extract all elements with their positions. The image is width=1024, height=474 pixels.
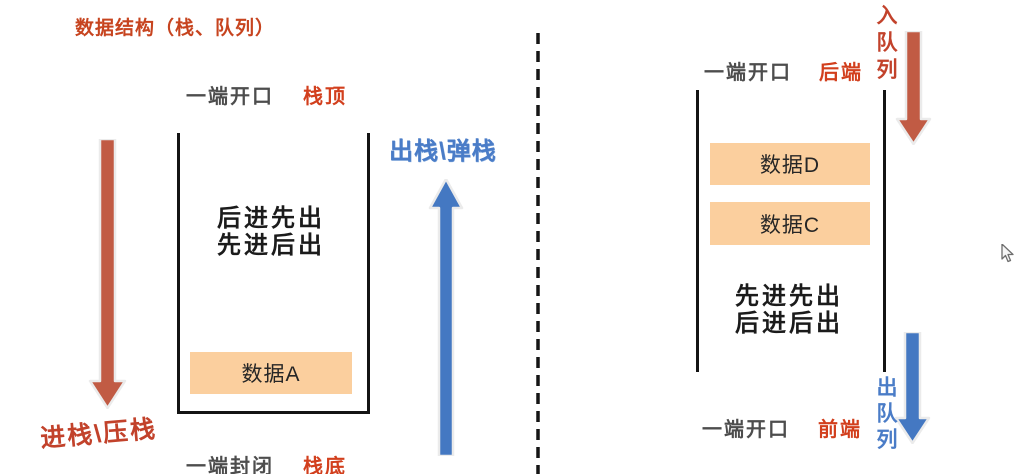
stack-lifo-text: 后进先出 先进后出 xyxy=(180,205,362,259)
enqueue-arrow-icon xyxy=(895,31,932,145)
queue-open-top-label: 一端开口 xyxy=(704,62,792,84)
enqueue-label: 入队列 xyxy=(874,4,897,85)
queue-rear-tag: 后端 xyxy=(819,62,863,84)
stack-lifo-line2: 先进后出 xyxy=(217,232,325,259)
pop-label: 出栈\弹栈 xyxy=(389,138,497,165)
mouse-cursor-icon xyxy=(1001,244,1014,263)
queue-open-bottom-label: 一端开口 xyxy=(702,419,790,441)
stack-item-box: 数据A xyxy=(190,352,352,394)
queue-fifo-text: 先进先出 后进后出 xyxy=(700,283,878,337)
push-label: 进栈\压栈 xyxy=(39,414,159,454)
pop-arrow-icon xyxy=(428,179,464,456)
queue-container xyxy=(696,90,886,372)
stack-top-tag: 栈顶 xyxy=(303,86,347,108)
page-title: 数据结构（栈、队列） xyxy=(75,18,276,39)
stack-closed-label: 一端封闭 xyxy=(186,456,274,474)
dequeue-arrow-icon xyxy=(894,332,931,444)
stack-container xyxy=(177,133,370,414)
stack-open-label: 一端开口 xyxy=(186,86,274,108)
push-arrow-icon xyxy=(88,139,127,409)
stack-lifo-line1: 后进先出 xyxy=(217,205,325,232)
queue-item-box-d: 数据D xyxy=(710,143,870,185)
queue-fifo-line1: 先进先出 xyxy=(735,283,843,310)
section-divider xyxy=(536,33,540,474)
queue-item-box-c: 数据C xyxy=(710,202,870,245)
dequeue-label: 出队列 xyxy=(874,376,897,454)
stack-bottom-tag: 栈底 xyxy=(303,456,347,474)
queue-front-tag: 前端 xyxy=(818,419,862,441)
queue-fifo-line2: 后进后出 xyxy=(735,310,843,337)
